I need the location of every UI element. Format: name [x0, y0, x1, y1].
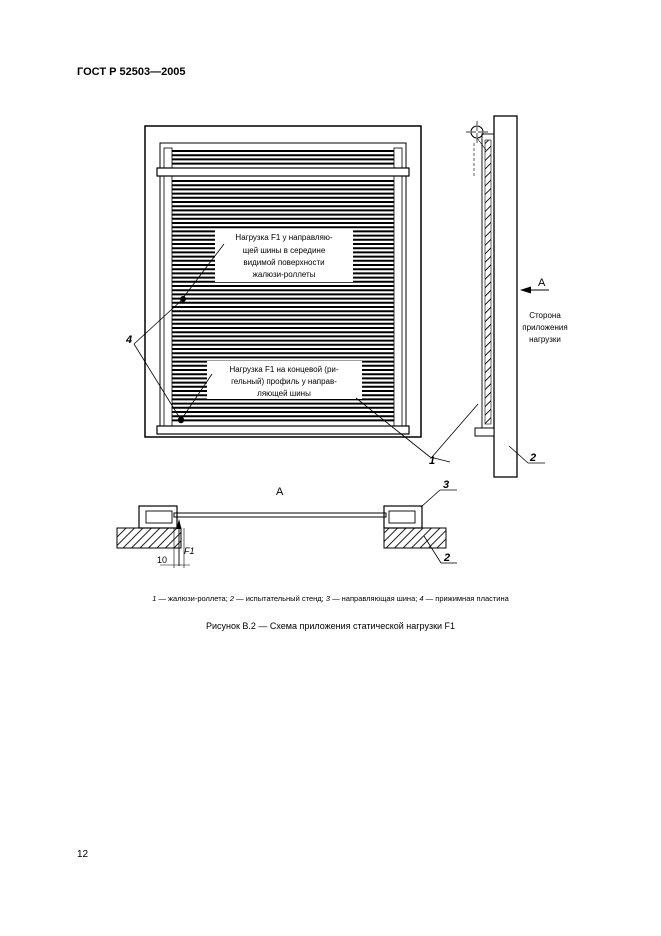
dimension-label: 10 [157, 555, 167, 565]
stand-right [383, 527, 447, 549]
label-4: 4 [125, 334, 132, 346]
note-bottom-box [207, 361, 362, 399]
slats-above-box [172, 150, 394, 165]
bottom-bar [156, 425, 410, 435]
note-top-box [215, 229, 353, 282]
leader-1-side [431, 403, 479, 458]
leader-3 [420, 489, 441, 508]
legend-text-2: — испытательный стенд; [234, 594, 326, 603]
shutter-side [484, 139, 492, 425]
guide-right-inner [388, 510, 416, 524]
section-a-title: A [276, 486, 284, 498]
leader-2-section [423, 535, 442, 564]
guide-rail-right [393, 147, 403, 429]
legend-text-4: — прижимная пластина [423, 594, 509, 603]
note-top-line-1: Нагрузка F1 у направляю- [235, 233, 332, 242]
guide-left-inner [145, 510, 173, 524]
label-1: 1 [429, 455, 435, 467]
leader-4a [133, 298, 184, 345]
bottom-profile-side [474, 427, 495, 437]
force-label: F1 [184, 546, 195, 556]
frame-outer [144, 125, 422, 438]
label-2-side: 2 [529, 452, 536, 464]
figure-legend: 1 — жалюзи-роллета; 2 — испытательный ст… [0, 594, 661, 603]
note-top-line-2: щей шины в середине [243, 246, 326, 255]
label-1-underline [429, 456, 451, 463]
legend-num-1: 1 [152, 594, 157, 603]
guide-right-outer [383, 505, 423, 529]
shutter-plane [173, 512, 387, 518]
legend-text-1: — жалюзи-роллета; [156, 594, 230, 603]
legend-num-4: 4 [419, 594, 424, 603]
note-top-line-3: видимой поверхности [243, 258, 324, 267]
side-note-line-3: нагрузки [529, 335, 561, 344]
legend-num-3: 3 [325, 594, 330, 603]
label-3: 3 [443, 479, 449, 491]
side-note-line-2: приложения [522, 323, 567, 332]
section-a: A 10 F1 3 2 [116, 479, 457, 568]
note-bottom-line-2: гельный) профиль у направ- [231, 377, 337, 386]
view-arrow-label: A [538, 277, 546, 289]
legend-num-2: 2 [229, 594, 235, 603]
roller-box [156, 167, 410, 177]
guide-left-outer [138, 505, 178, 529]
test-stand-side [493, 115, 518, 478]
view-arrow-head [520, 286, 531, 294]
legend-text-3: — направляющая шина; [329, 594, 420, 603]
guide-rail-left [163, 147, 173, 429]
note-bottom-line-1: Нагрузка F1 на концевой (ри- [229, 365, 338, 374]
stand-left [116, 527, 182, 549]
note-bottom-line-3: ляющей шины [257, 389, 311, 398]
leader-note-bottom [180, 373, 213, 421]
note-top-line-4: жалюзи-роллеты [253, 270, 316, 279]
side-view: A Сторона приложения нагрузки 2 [466, 115, 568, 478]
leader-2-side [508, 445, 529, 464]
side-note-line-1: Сторона [529, 311, 561, 320]
leader-4b [133, 343, 182, 421]
page-number: 12 [77, 849, 89, 860]
leader-note-top [182, 243, 225, 299]
document-header: ГОСТ Р 52503—2005 [77, 66, 186, 78]
force-arrow-head [176, 519, 182, 529]
figure-caption: Рисунок В.2 — Схема приложения статическ… [205, 621, 456, 631]
front-view: Нагрузка F1 у направляю- щей шины в сере… [125, 125, 479, 467]
leader-1-front [355, 397, 431, 458]
label-2-section: 2 [443, 552, 450, 564]
